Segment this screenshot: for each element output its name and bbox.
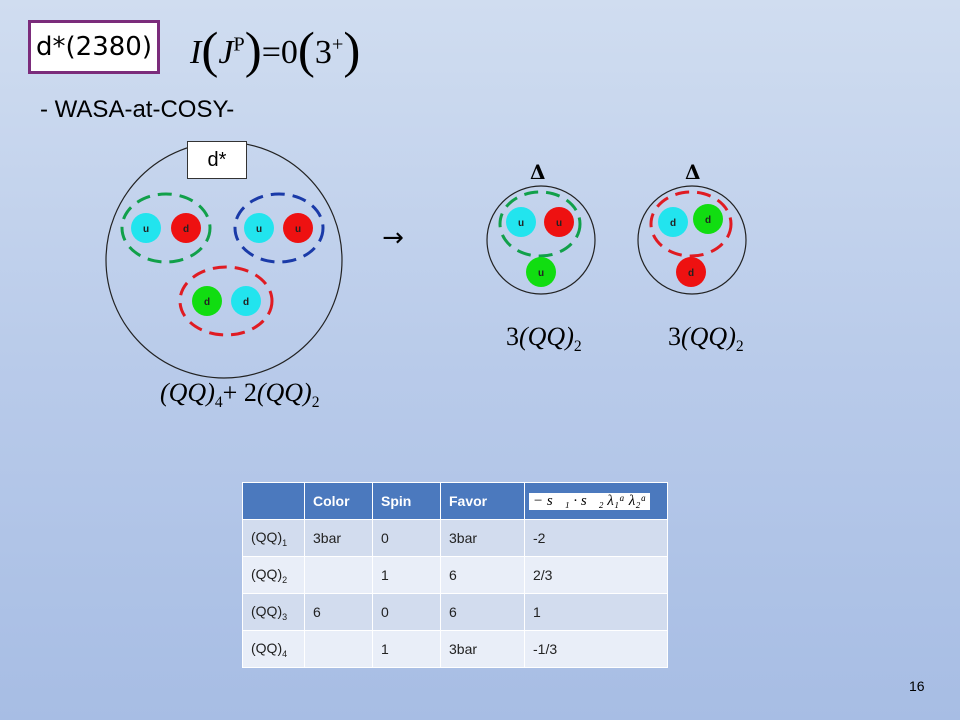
- pair-ud-ring: [120, 192, 212, 264]
- row-spin: 0: [372, 593, 441, 631]
- row-color: [304, 630, 373, 668]
- table-header-row: Color Spin Favor − s⃗₁ · s⃗₂ λ₁ᵃ λ₂ᵃ: [242, 482, 668, 520]
- table-header-blank: [242, 482, 305, 520]
- quark-u: [544, 207, 574, 237]
- delta-formula: 3(QQ)2: [506, 322, 582, 356]
- quark-u-label: u: [295, 224, 301, 235]
- row-color: 6: [304, 593, 373, 631]
- quark-d-label: d: [243, 297, 249, 308]
- table-row: (QQ)3 6 0 6 1: [242, 593, 668, 631]
- row-spin: 1: [372, 556, 441, 594]
- row-color: 3bar: [304, 519, 373, 557]
- quark-d: [171, 213, 201, 243]
- quark-u-label: u: [556, 218, 562, 229]
- delta-formula: 3(QQ)2: [668, 322, 744, 356]
- dstar-label: d*: [187, 141, 247, 179]
- quark-u-label: u: [256, 224, 262, 235]
- dstar-formula: (QQ)4+ 2(QQ)2: [160, 378, 320, 412]
- quantum-number-formula: I(JP)=0(3+): [190, 23, 361, 79]
- quark-d: [676, 257, 706, 287]
- row-favor: 6: [440, 593, 525, 631]
- slide-title: d*(2380): [28, 20, 160, 74]
- quark-u: [506, 207, 536, 237]
- quark-d-label: d: [705, 215, 711, 226]
- delta-symbol: Δ: [530, 160, 546, 184]
- table-header-favor: Favor: [440, 482, 525, 520]
- quark-d: [192, 286, 222, 316]
- row-color: [304, 556, 373, 594]
- table-header-spin: Spin: [372, 482, 441, 520]
- row-value: 2/3: [524, 556, 668, 594]
- row-favor: 3bar: [440, 630, 525, 668]
- experiment-subtitle: - WASA-at-COSY-: [40, 96, 235, 123]
- row-name: (QQ)4: [242, 630, 305, 668]
- decay-arrow: →: [382, 223, 404, 253]
- quark-u-label: u: [143, 224, 149, 235]
- row-spin: 0: [372, 519, 441, 557]
- quark-d: [231, 286, 261, 316]
- pair-uu-ring: [498, 190, 582, 258]
- table-row: (QQ)4 1 3bar -1/3: [242, 630, 668, 668]
- quark-d-label: d: [688, 268, 694, 279]
- interaction-formula: − s⃗₁ · s⃗₂ λ₁ᵃ λ₂ᵃ: [529, 493, 651, 510]
- pair-uu-ring: [233, 192, 325, 264]
- row-value: -1/3: [524, 630, 668, 668]
- diquark-table: Color Spin Favor − s⃗₁ · s⃗₂ λ₁ᵃ λ₂ᵃ (QQ…: [242, 482, 668, 668]
- table-header-interaction: − s⃗₁ · s⃗₂ λ₁ᵃ λ₂ᵃ: [524, 482, 668, 520]
- pair-dd-ring: [649, 190, 733, 258]
- delta-symbol: Δ: [685, 160, 701, 184]
- quark-u-label: u: [518, 218, 524, 229]
- pair-dd-ring: [178, 265, 274, 337]
- quark-d-label: d: [670, 218, 676, 229]
- row-favor: 6: [440, 556, 525, 594]
- table-header-color: Color: [304, 482, 373, 520]
- page-number: 16: [909, 678, 925, 694]
- row-name: (QQ)1: [242, 519, 305, 557]
- quark-u: [526, 257, 556, 287]
- row-spin: 1: [372, 630, 441, 668]
- quark-d-label: d: [204, 297, 210, 308]
- table-row: (QQ)1 3bar 0 3bar -2: [242, 519, 668, 557]
- row-value: 1: [524, 593, 668, 631]
- delta-uuu-circle: [486, 185, 596, 295]
- row-favor: 3bar: [440, 519, 525, 557]
- row-value: -2: [524, 519, 668, 557]
- quark-u: [283, 213, 313, 243]
- table-row: (QQ)2 1 6 2/3: [242, 556, 668, 594]
- quark-u: [131, 213, 161, 243]
- delta-ddd-circle: [637, 185, 747, 295]
- quark-d: [693, 204, 723, 234]
- quark-d-label: d: [183, 224, 189, 235]
- row-name: (QQ)3: [242, 593, 305, 631]
- row-name: (QQ)2: [242, 556, 305, 594]
- quark-d: [658, 207, 688, 237]
- quark-u: [244, 213, 274, 243]
- quark-u-label: u: [538, 268, 544, 279]
